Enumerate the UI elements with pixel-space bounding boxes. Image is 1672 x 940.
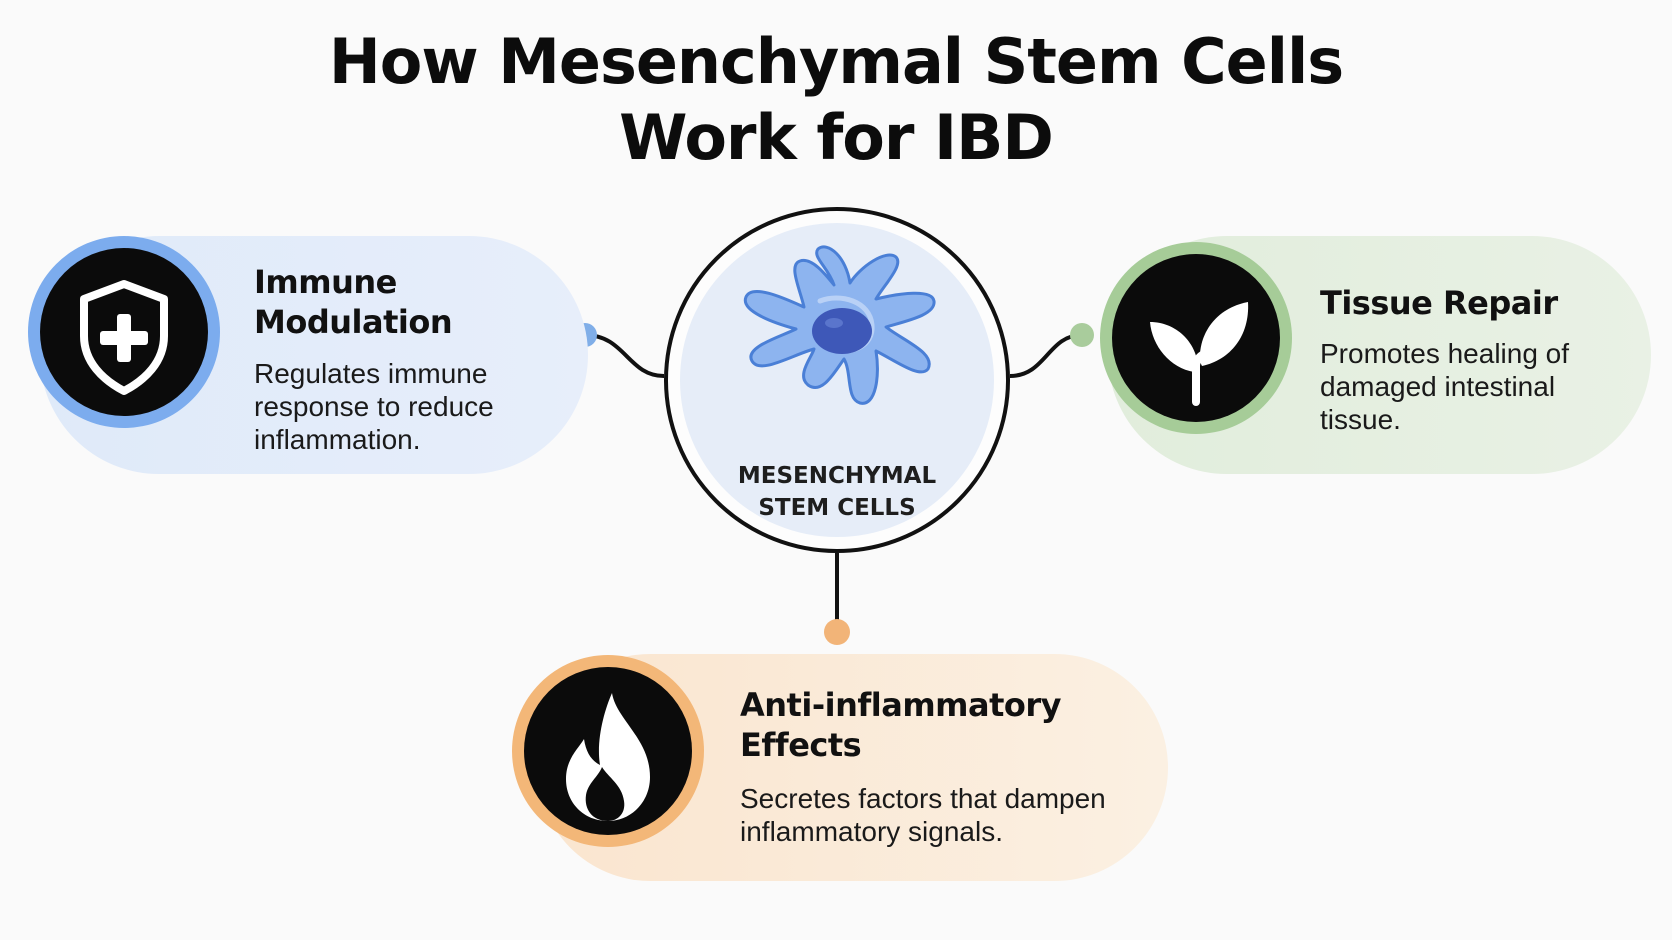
anti-icon-badge (512, 655, 704, 847)
page-title: How Mesenchymal Stem Cells Work for IBD (0, 24, 1672, 176)
flame-icon (566, 693, 650, 821)
connector-immune (584, 333, 665, 378)
card-description-repair: Promotes healing of damaged intestinal t… (1320, 338, 1570, 435)
center-label: MESENCHYMAL STEM CELLS (737, 463, 937, 521)
page-title-line-2: Work for IBD (619, 101, 1054, 174)
card-title-anti: Anti-inflammatory Effects (740, 686, 1062, 764)
connector-dot-anti (824, 619, 850, 645)
card-title-immune: Immune Modulation (254, 263, 453, 341)
sprout-icon (1150, 302, 1249, 406)
connector-repair (1009, 333, 1083, 378)
card-title-repair: Tissue Repair (1320, 284, 1558, 322)
immune-icon-badge (28, 236, 220, 428)
connector-dot-repair (1070, 323, 1094, 347)
card-description-anti: Secretes factors that dampen inflammator… (740, 783, 1106, 847)
shield-plus-icon (80, 280, 168, 395)
stem-cell-icon (743, 245, 936, 405)
page-title-line-1: How Mesenchymal Stem Cells (328, 25, 1344, 98)
card-description-immune: Regulates immune response to reduce infl… (254, 358, 494, 455)
repair-icon-badge (1100, 242, 1292, 434)
